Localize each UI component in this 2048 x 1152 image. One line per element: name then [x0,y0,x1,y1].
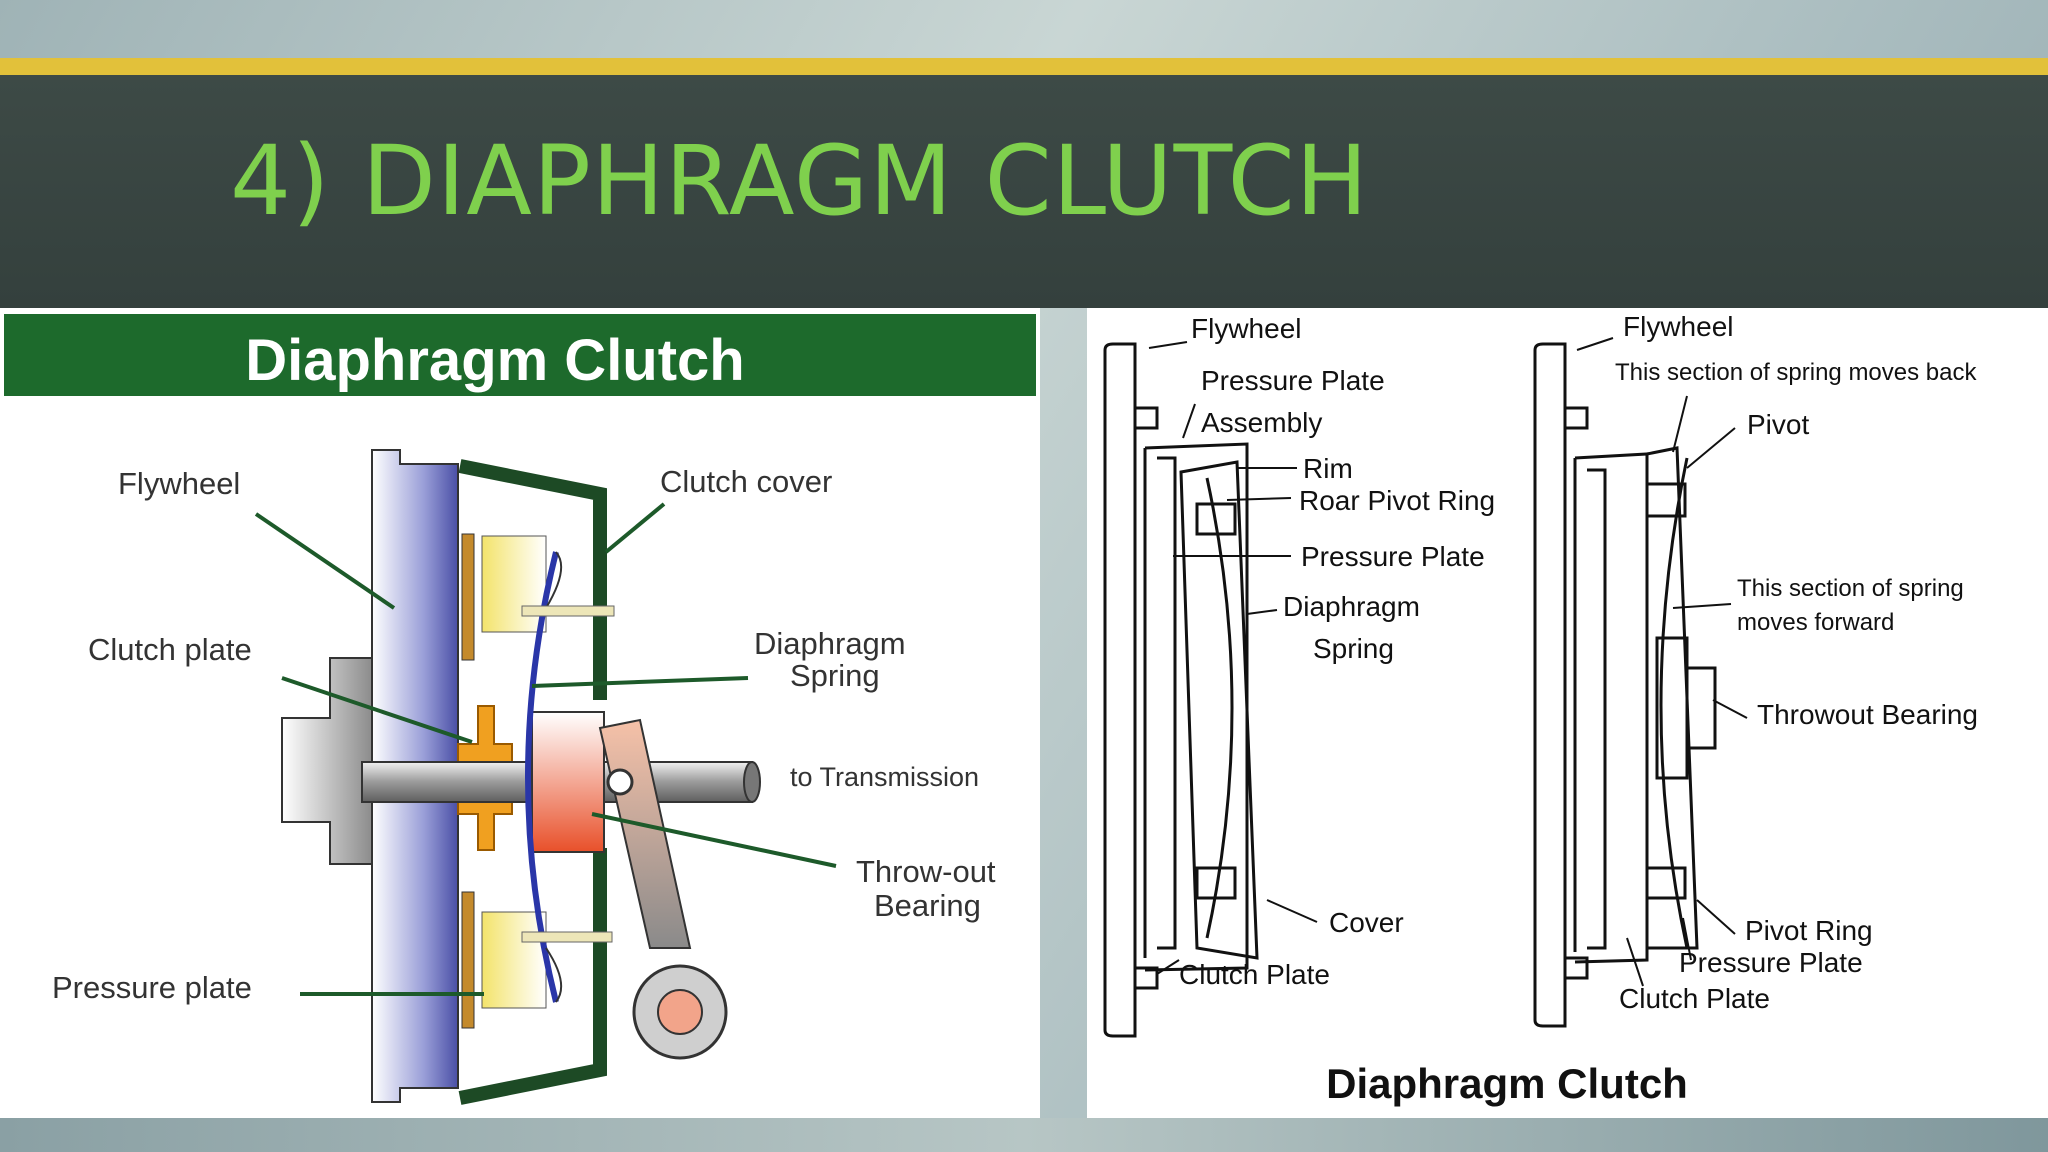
right-view-drawing [1533,342,1717,1028]
label-pressure-plate-left-2: Pressure Plate [1301,541,1485,572]
label-clutch-plate: Clutch plate [88,632,252,667]
label-flywheel-left: Flywheel [1191,313,1301,344]
friction-disc-bottom [461,891,475,1029]
banner-title: Diaphragm Clutch [245,328,745,393]
title-bar [0,75,2048,308]
label-throw-out: Throw-out [856,854,996,889]
label-diaphragm-left: Diaphragm [1283,591,1420,622]
label-assembly-left: Assembly [1201,407,1322,438]
label-flywheel-right: Flywheel [1623,311,1733,342]
shaft-end [743,761,761,803]
label-pivot: Pivot [1747,409,1809,440]
right-view-leaders [1576,337,1748,987]
bottom-background-band [0,1118,2048,1152]
friction-disc-top [461,533,475,661]
pressure-plate-bottom [481,911,547,1009]
bolt-top [521,605,615,617]
leader-lines [254,502,837,996]
slide-title: 4) DIAPHRAGM CLUTCH [230,125,1369,237]
label-spring-moves-back: This section of spring moves back [1615,359,1977,386]
gold-accent-rule [0,58,2048,75]
label-pressure-plate-right: Pressure Plate [1679,947,1863,978]
label-spring-left: Spring [1313,633,1394,664]
label-clutch-cover: Clutch cover [660,464,832,499]
label-to-transmission: to Transmission [790,762,979,792]
label-clutch-plate-right: Clutch Plate [1619,983,1770,1014]
label-roar-pivot-ring: Roar Pivot Ring [1299,485,1495,516]
label-diaphragm: Diaphragm [754,626,906,661]
throw-out-bearing-shape [531,711,605,853]
label-pressure-plate: Pressure plate [52,970,252,1005]
label-pressure-plate-left: Pressure Plate [1201,365,1385,396]
bolt-bottom [521,931,613,943]
left-view-leaders [1148,341,1318,975]
label-cover-left: Cover [1329,907,1404,938]
left-view-drawing [1103,342,1259,1038]
banner-background [4,314,1036,396]
label-spring-moves-forward-1: This section of spring [1737,575,1964,602]
label-rim-left: Rim [1303,453,1353,484]
right-view-labels: Flywheel This section of spring moves ba… [1615,311,1978,1014]
label-clutch-plate-left: Clutch Plate [1179,959,1330,990]
fork-end-inner [657,989,703,1035]
right-diagram-caption: Diaphragm Clutch [1326,1060,1688,1107]
left-view-labels: Flywheel Pressure Plate Assembly Rim Roa… [1179,313,1495,990]
diaphragm-clutch-line-drawing: Flywheel Pressure Plate Assembly Rim Roa… [1103,311,1978,1107]
diaphragm-clutch-illustration: Diaphragm Clutch [4,314,1036,1105]
crankshaft-hub [281,657,373,865]
label-pivot-ring: Pivot Ring [1745,915,1873,946]
left-diagram-panel: Diaphragm Clutch [0,308,1040,1118]
spring-fingers [545,551,563,1003]
fork-pivot [606,768,634,796]
label-throwout-bearing: Throwout Bearing [1757,699,1978,730]
label-flywheel: Flywheel [118,466,240,501]
label-bearing: Bearing [874,888,981,923]
label-spring-moves-forward-2: moves forward [1737,609,1894,636]
pressure-plate-top [481,535,547,633]
clutch-cover-shape [458,459,607,1105]
label-spring: Spring [790,658,880,693]
right-diagram-panel: Flywheel Pressure Plate Assembly Rim Roa… [1087,308,2048,1118]
